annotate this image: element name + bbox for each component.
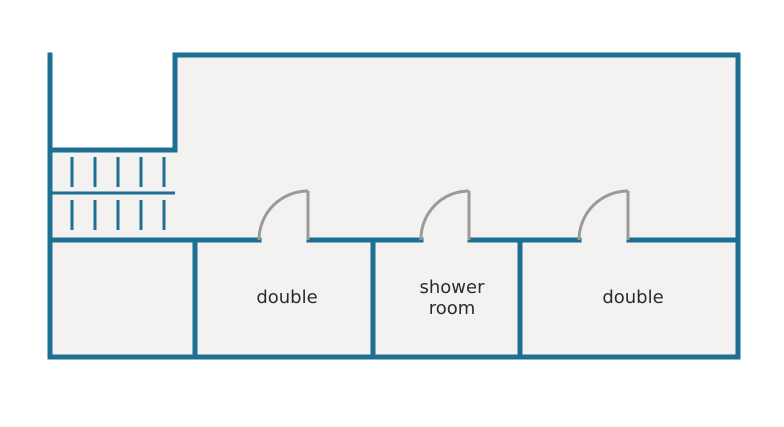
door-swing-arc — [419, 189, 470, 241]
doors — [257, 189, 630, 241]
room-label-shower-line-1: shower — [420, 277, 486, 298]
floor-fill-lower — [50, 240, 738, 357]
floor-fill-stair — [50, 150, 175, 240]
staircase — [50, 157, 175, 230]
door-swing-arc — [577, 189, 629, 241]
door-double-2 — [577, 189, 630, 241]
floor-fill-upper — [175, 55, 738, 240]
outer-wall — [47, 52, 741, 360]
walls — [47, 52, 741, 360]
door-swing-arc — [257, 189, 309, 241]
room-label-double-2: double — [602, 287, 663, 308]
room-labels: double shower room double — [256, 277, 663, 319]
room-label-double-1: double — [256, 287, 317, 308]
door-double-1 — [257, 189, 310, 241]
room-label-shower-line-2: room — [429, 298, 476, 319]
floor-area — [50, 55, 738, 357]
door-shower-room — [419, 189, 471, 241]
